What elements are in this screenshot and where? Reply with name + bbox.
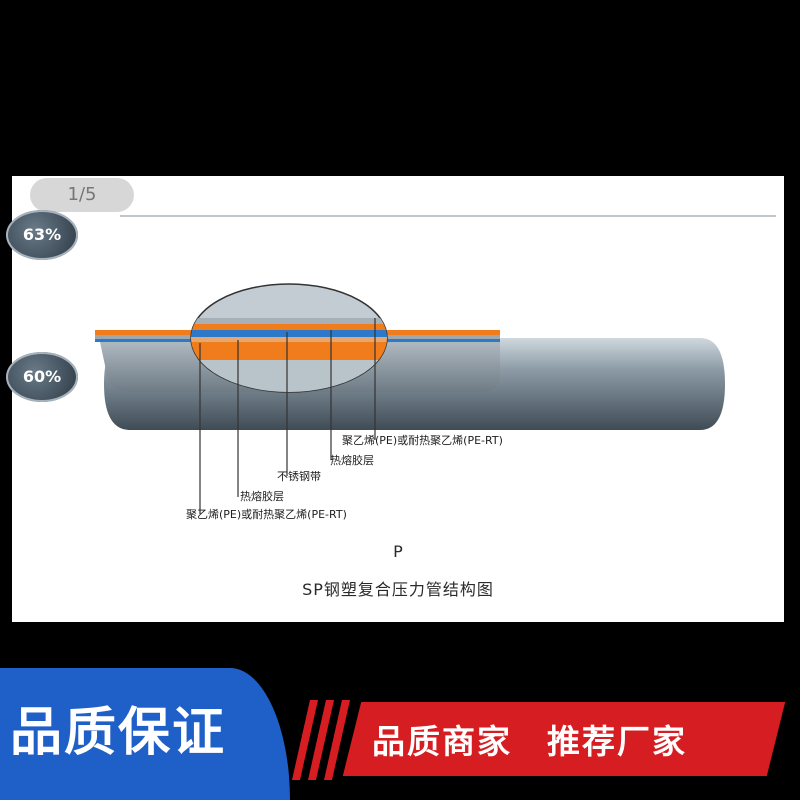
progress-badge-bottom: 60%: [6, 352, 78, 402]
magnified-view: [190, 283, 388, 393]
figure-mark: P: [393, 542, 403, 561]
progress-badge-top: 63%: [6, 210, 78, 260]
banner-stripes: [292, 700, 350, 780]
page-indicator[interactable]: 1/5: [30, 178, 134, 212]
label-hot-melt-outer: 热熔胶层: [330, 453, 374, 467]
figure-title: SP钢塑复合压力管结构图: [302, 580, 494, 599]
banner-left-text: 品质保证: [10, 703, 227, 763]
label-hot-melt-inner: 热熔胶层: [240, 489, 284, 503]
banner-left-block: [0, 668, 290, 800]
label-outer-pe: 聚乙烯(PE)或耐热聚乙烯(PE-RT): [342, 434, 503, 447]
label-stainless-steel: 不锈钢带: [277, 470, 321, 483]
banner-right-text: 品质商家 推荐厂家: [372, 722, 687, 761]
leader-lines: [199, 318, 376, 514]
label-inner-pe: 聚乙烯(PE)或耐热聚乙烯(PE-RT): [186, 508, 347, 521]
